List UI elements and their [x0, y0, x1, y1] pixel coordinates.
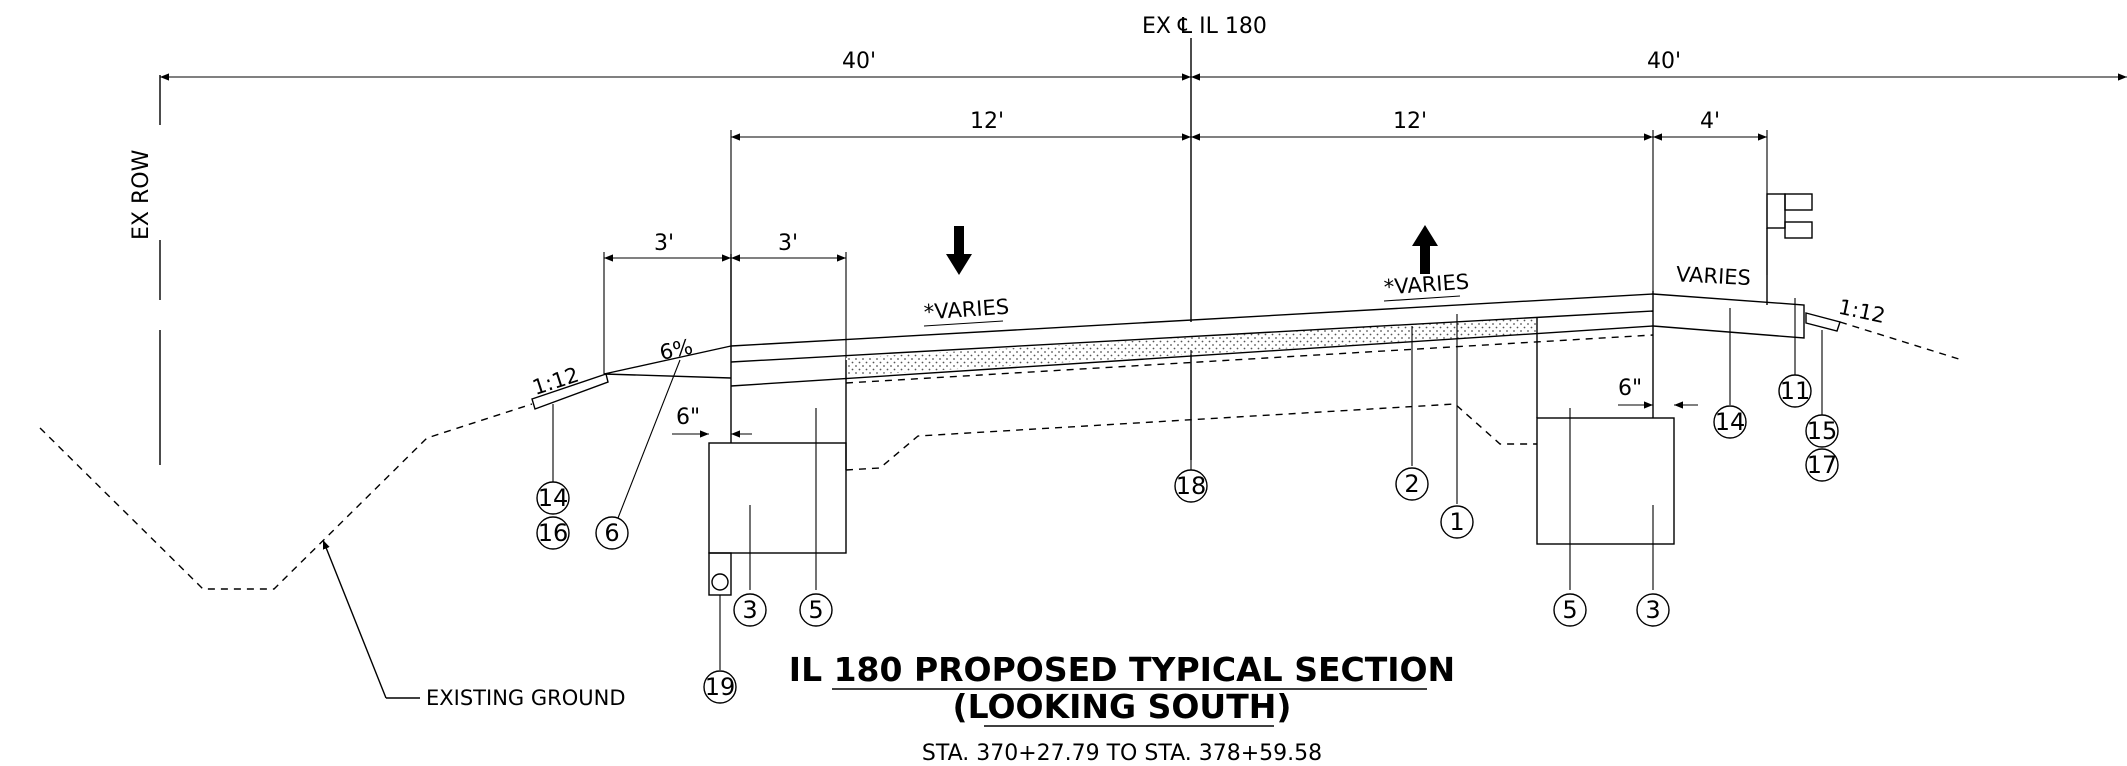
dim-gutter-inner-label: 3'	[778, 231, 798, 256]
varies-right-label: *VARIES	[1383, 270, 1470, 300]
dim-right-half-label: 40'	[1647, 49, 1681, 74]
svg-text:11: 11	[1780, 377, 1811, 405]
dimension-40-left: 40'	[160, 49, 1191, 81]
svg-text:2: 2	[1404, 470, 1419, 498]
dim-gutter-outer-label: 3'	[654, 231, 674, 256]
pavement-section	[730, 254, 1654, 470]
offset-left-label: 6"	[676, 405, 700, 430]
svg-text:3: 3	[1645, 596, 1660, 624]
existing-ground-profile: EXISTING GROUND	[39, 321, 1963, 710]
offset-right: 6"	[1618, 376, 1698, 409]
dim-left-half-label: 40'	[842, 49, 876, 74]
section-subtitle: (LOOKING SOUTH)	[953, 687, 1292, 726]
right-footing	[1536, 408, 1675, 590]
callout-3-left: 3	[733, 593, 767, 627]
callout-18: 18	[1174, 469, 1208, 503]
svg-text:5: 5	[808, 596, 823, 624]
guardrail	[1766, 193, 1813, 275]
callout-6: 6	[595, 516, 629, 550]
callout-19: 19	[703, 670, 737, 704]
svg-text:16: 16	[538, 519, 569, 547]
callout-1: 1	[1440, 505, 1474, 539]
svg-text:3: 3	[742, 596, 757, 624]
callout-11: 11	[1778, 374, 1812, 408]
centerline-label: EX ℄ IL 180	[1142, 14, 1267, 39]
callout-14-left: 14	[536, 481, 570, 515]
leader-lines	[552, 298, 1823, 670]
station-range: STA. 370+27.79 TO STA. 378+59.58	[922, 741, 1322, 766]
varies-left-label: *VARIES	[923, 295, 1010, 325]
callout-5-right: 5	[1553, 593, 1587, 627]
svg-text:19: 19	[705, 673, 736, 701]
svg-text:1: 1	[1449, 508, 1464, 536]
traffic-arrow-up-icon	[1412, 225, 1438, 274]
varies-labels: *VARIES *VARIES VARIES	[923, 262, 1752, 327]
dim-left-lane-label: 12'	[970, 109, 1004, 134]
left-curb: 6% 1:12	[529, 334, 732, 410]
svg-text:14: 14	[1715, 408, 1746, 436]
svg-text:14: 14	[538, 484, 569, 512]
callout-2: 2	[1395, 467, 1429, 501]
callout-17: 17	[1805, 448, 1839, 482]
svg-text:5: 5	[1562, 596, 1577, 624]
offset-right-label: 6"	[1618, 376, 1642, 401]
dimension-12-right: 12'	[1191, 109, 1654, 295]
existing-row-line: EX ROW	[129, 75, 161, 465]
svg-text:15: 15	[1807, 417, 1838, 445]
offset-left: 6"	[672, 405, 752, 438]
callout-5-left: 5	[799, 593, 833, 627]
varies-shoulder-label: VARIES	[1676, 262, 1752, 290]
dimension-3-inner: 3'	[731, 231, 847, 380]
centerline: EX ℄ IL 180	[1142, 14, 1267, 460]
callout-3-right: 3	[1636, 593, 1670, 627]
dimension-4-shoulder: 4'	[1653, 109, 1768, 275]
callout-14-right: 14	[1713, 405, 1747, 439]
section-title: IL 180 PROPOSED TYPICAL SECTION	[789, 650, 1455, 689]
svg-text:17: 17	[1807, 451, 1838, 479]
existing-ground-label: EXISTING GROUND	[426, 686, 626, 710]
callout-16: 16	[536, 516, 570, 550]
dim-right-lane-label: 12'	[1393, 109, 1427, 134]
left-footing	[708, 408, 847, 596]
cross-slope-label: 6%	[657, 334, 695, 364]
svg-text:18: 18	[1176, 472, 1207, 500]
svg-text:6: 6	[604, 519, 619, 547]
traffic-arrow-down-icon	[946, 226, 972, 275]
dim-shoulder-label: 4'	[1700, 109, 1720, 134]
dimension-3-outer: 3'	[603, 231, 731, 374]
dimension-40-right: 40'	[1191, 49, 2127, 81]
title-block: IL 180 PROPOSED TYPICAL SECTION (LOOKING…	[789, 650, 1455, 766]
callout-15: 15	[1805, 414, 1839, 448]
row-label: EX ROW	[129, 149, 154, 240]
